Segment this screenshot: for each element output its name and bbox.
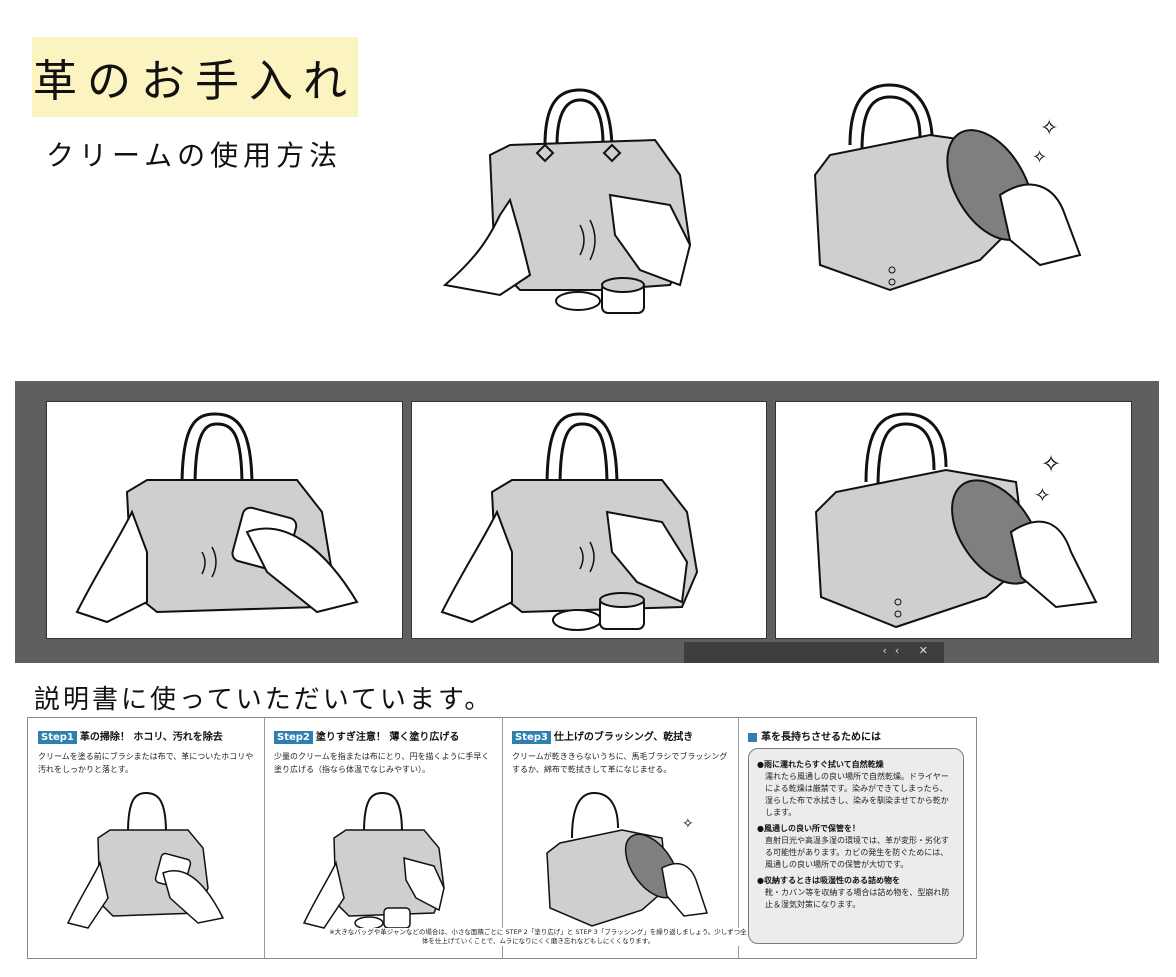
storyboard-band: ✧ ✧ (15, 381, 1159, 663)
manual-footnote: ※大きなバッグや革ジャンなどの場合は、小さな面積ごとに STEP 2「塗り広げ」… (328, 928, 748, 946)
illustration-brushing: ✧ ✧ (800, 75, 1120, 315)
tip-heading: ●雨に濡れたらすぐ拭いて自然乾燥 (757, 760, 884, 769)
tips-title: 革を長持ちさせるためには (761, 732, 881, 743)
tip-heading: ●収納するときは吸湿性のある詰め物を (757, 876, 900, 885)
step-1-illustration (58, 788, 238, 938)
frame-applying (411, 401, 767, 639)
square-bullet-icon (748, 732, 757, 742)
tip-body: 濡れたら風通しの良い場所で自然乾燥。ドライヤーによる乾燥は厳禁です。染みができて… (765, 772, 949, 817)
step-heading: 革の掃除！ ホコリ、汚れを除去 (79, 732, 223, 743)
panel-controls[interactable]: ‹‹ ✕ (882, 644, 936, 657)
step-tag: Step2 (274, 731, 313, 744)
collapsed-panel[interactable]: ‹‹ ✕ (684, 642, 944, 663)
step-tag: Step3 (512, 731, 551, 744)
step-body: クリームが乾ききらないうちに、馬毛ブラシでブラッシングするか、綿布で乾拭きして革… (512, 752, 728, 774)
manual-tips: 革を長持ちさせるためには ●雨に濡れたらすぐ拭いて自然乾燥 濡れたら風通しの良い… (738, 718, 976, 958)
svg-text:✧: ✧ (1041, 450, 1061, 478)
step-3-illustration: ✧ (532, 788, 712, 938)
tip-body: 靴・カバン等を収納する場合は詰め物を、型崩れ防止＆湿気対策になります。 (765, 888, 950, 909)
illustration-cream-application (440, 85, 740, 325)
subtitle: クリームの使用方法 (46, 139, 343, 172)
frame-wiping (46, 401, 403, 639)
step-body: クリームを塗る前にブラシまたは布で、革についたホコリや汚れをしっかりと落とす。 (38, 752, 254, 774)
title-box: 革のお手入れ (32, 37, 358, 117)
step-heading: 塗りすぎ注意！ 薄く塗り広げる (315, 732, 460, 743)
svg-text:✧: ✧ (1032, 147, 1047, 168)
tip-body: 直射日光や高温多湿の環境では、革が変形・劣化する可能性があります。カビの発生を防… (765, 836, 949, 869)
step-body: 少量のクリームを指または布にとり、円を描くように手早く塗り広げる（指なら体温でな… (274, 752, 490, 774)
svg-text:✧: ✧ (1040, 116, 1058, 141)
page-title: 革のお手入れ (33, 56, 357, 107)
svg-text:✧: ✧ (1034, 483, 1051, 507)
caption: 説明書に使っていただいています。 (34, 685, 494, 715)
svg-text:✧: ✧ (682, 816, 694, 832)
step-2-illustration (294, 788, 474, 938)
tips-box: ●雨に濡れたらすぐ拭いて自然乾燥 濡れたら風通しの良い場所で自然乾燥。ドライヤー… (748, 748, 964, 944)
step-tag: Step1 (38, 731, 77, 744)
tip-heading: ●風通しの良い所で保管を！ (757, 824, 860, 833)
step-heading: 仕上げのブラッシング、乾拭き (553, 732, 694, 743)
frame-brushing: ✧ ✧ (775, 401, 1132, 639)
